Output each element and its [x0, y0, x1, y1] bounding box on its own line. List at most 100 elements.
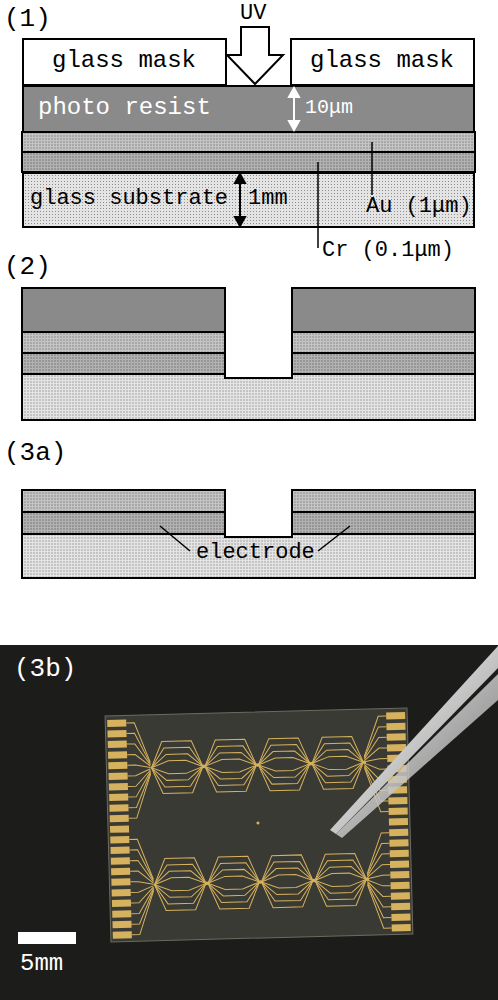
layer-name: glass mask [52, 49, 196, 73]
dimension-arrow [235, 174, 245, 226]
electrode-pattern [258, 738, 311, 791]
lead-wire [363, 716, 387, 757]
glass-mask: glass mask [22, 38, 227, 86]
scale-bar [18, 932, 76, 944]
uv-arrow [227, 27, 283, 84]
dimension-arrow [289, 88, 299, 130]
tweezers [330, 646, 498, 834]
contact-pad [388, 797, 407, 804]
contact-pad [111, 868, 130, 875]
contact-pad [111, 878, 130, 885]
contact-pad [390, 860, 409, 867]
contact-pad [108, 751, 127, 758]
electrode-pattern [154, 857, 207, 910]
lead-wire [131, 891, 155, 935]
electrode-pattern [207, 856, 260, 909]
dimension-label: 1mm [248, 188, 288, 210]
electrode-pattern [204, 746, 257, 786]
electrode-pattern [205, 752, 257, 779]
contact-pad [109, 783, 128, 790]
part-label: electrode [196, 542, 315, 564]
electrode-pattern [311, 743, 364, 783]
contact-pad [391, 892, 410, 899]
contact-pad [386, 712, 405, 719]
contact-pad [387, 733, 406, 740]
alignment-mark [256, 821, 259, 824]
lead-wire [127, 769, 150, 776]
electrode-pattern [311, 736, 364, 789]
layer-name: photo resist [38, 96, 211, 120]
layer-name: glass mask [310, 49, 454, 73]
leader-line [318, 526, 350, 551]
au-layer [292, 490, 475, 512]
contact-pad [108, 741, 127, 748]
electrode-pattern [258, 757, 310, 771]
electrode-pattern [151, 760, 203, 774]
lead-wire [364, 762, 387, 769]
step1-layers [22, 132, 475, 172]
contact-pad [112, 900, 131, 907]
lead-wire [128, 774, 152, 818]
electrode-pattern [154, 870, 206, 897]
lead-wire [130, 881, 153, 885]
contact-pad [389, 829, 408, 836]
lead-wire [127, 765, 150, 768]
contact-pad [113, 931, 132, 938]
electrode-pattern [261, 861, 314, 901]
tweezers [336, 674, 498, 838]
contact-pad [109, 794, 128, 801]
leader-line [160, 526, 190, 551]
contact-pad [112, 910, 131, 917]
contact-pad [110, 836, 129, 843]
lead-wire [368, 883, 392, 918]
cr-layer [22, 353, 225, 374]
contact-pad [389, 807, 408, 814]
layer-label: Cr (0.1μm) [322, 240, 454, 262]
electrode-junction [366, 877, 370, 881]
electrode-pattern [315, 873, 367, 887]
chip [105, 708, 413, 942]
contact-pad [111, 847, 130, 854]
electrode-pattern [261, 855, 314, 908]
cr-layer [292, 512, 475, 534]
electrode-pattern [315, 866, 367, 893]
contact-pad [390, 850, 409, 857]
lead-wire [131, 886, 154, 893]
electrode-pattern [261, 868, 313, 895]
contact-pad [391, 882, 410, 889]
electrode-pattern [207, 862, 260, 902]
glass-mask: glass mask [290, 38, 475, 86]
electrode-pattern [208, 869, 260, 896]
contact-pad [107, 730, 126, 737]
au-layer [292, 332, 475, 353]
scale-label: 5mm [20, 952, 63, 976]
contact-pad [390, 871, 409, 878]
glass-slide [105, 708, 413, 942]
chip-photo [0, 645, 498, 1000]
step-number: (2) [4, 254, 51, 280]
photo-resist-layer: photo resist10μm [22, 85, 475, 133]
electrode-pattern [205, 759, 257, 773]
electrode-pattern [204, 739, 257, 792]
contact-pad [389, 839, 408, 846]
photo-background [0, 645, 498, 1000]
contact-pad [108, 762, 127, 769]
lead-wire [367, 875, 390, 879]
contact-pad [112, 889, 131, 896]
cr-layer [292, 353, 475, 374]
electrode-pattern [151, 740, 204, 793]
au-layer [22, 332, 225, 353]
electrode-pattern [312, 756, 364, 770]
lead-wire [368, 884, 392, 928]
glass-layer [22, 534, 475, 578]
contact-pad [107, 719, 126, 726]
contact-pad [389, 818, 408, 825]
leader-line [317, 162, 319, 248]
layer-name: glass substrate [30, 188, 228, 210]
electrode-pattern [261, 874, 313, 888]
contact-pad [112, 921, 131, 928]
glass-layer [22, 374, 475, 420]
electrode-pattern [208, 875, 260, 889]
